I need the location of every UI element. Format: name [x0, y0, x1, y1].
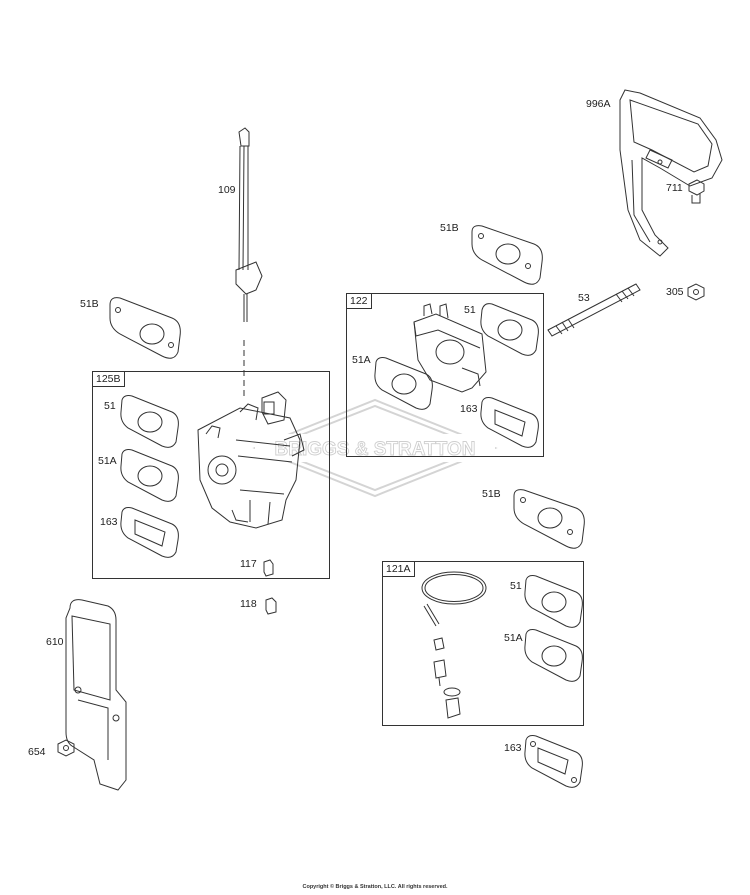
gasket-51-kit-122[interactable]	[480, 303, 539, 356]
callout-117[interactable]: 117	[240, 558, 257, 570]
kit-125B-box: 125B	[92, 371, 330, 579]
callout-53[interactable]: 53	[578, 292, 590, 304]
callout-51B-top[interactable]: 51B	[440, 222, 459, 234]
callout-610[interactable]: 610	[46, 636, 64, 648]
gasket-163-bottom[interactable]	[524, 735, 583, 788]
gasket-51-kit-125B[interactable]	[120, 395, 179, 448]
o-ring[interactable]	[421, 571, 487, 605]
gasket-51A-kit-122[interactable]	[374, 357, 433, 410]
copyright-notice: Copyright © Briggs & Stratton, LLC. All …	[302, 884, 448, 890]
carburetor[interactable]	[197, 391, 305, 529]
watermark-text: BRIGGS & STRATTON	[275, 439, 476, 460]
callout-109[interactable]: 109	[218, 184, 236, 196]
kit-121A-box: 121A	[382, 561, 584, 726]
callout-51-kit-122[interactable]: 51	[464, 304, 476, 316]
kit-125B-parts	[120, 391, 305, 577]
jet-118[interactable]	[265, 597, 277, 615]
gasket-51B-top[interactable]	[471, 225, 543, 285]
callout-163-bottom[interactable]: 163	[504, 742, 522, 754]
callout-711[interactable]: 711	[666, 182, 683, 194]
callout-51A-kit-122[interactable]: 51A	[352, 354, 371, 366]
gasket-163-kit-125B[interactable]	[120, 507, 179, 558]
kit-125B-tag: 125B	[93, 372, 125, 387]
heat-shield-610[interactable]	[65, 599, 127, 791]
bracket-996A[interactable]	[619, 89, 723, 257]
callout-51-kit-125B[interactable]: 51	[104, 400, 116, 412]
callout-51A-kit-121A[interactable]: 51A	[504, 632, 523, 644]
gasket-51A-kit-121A[interactable]	[524, 629, 583, 682]
kit-122-parts	[374, 303, 539, 448]
nut-305[interactable]	[687, 283, 705, 301]
needle-valve[interactable]	[433, 637, 447, 687]
gasket-51B-mid[interactable]	[513, 489, 585, 549]
callout-305[interactable]: 305	[666, 286, 684, 298]
callout-996A[interactable]: 996A	[586, 98, 611, 110]
fitting[interactable]	[443, 687, 461, 719]
gasket-163-kit-122[interactable]	[480, 397, 539, 448]
kit-121A-tag: 121A	[383, 562, 415, 577]
stud-53[interactable]	[547, 283, 641, 337]
kit-121A-parts	[421, 571, 583, 719]
callout-118[interactable]: 118	[240, 598, 257, 610]
bolt-711[interactable]	[688, 179, 705, 204]
nut-654[interactable]	[57, 739, 75, 757]
callout-163-kit-122[interactable]: 163	[460, 403, 478, 415]
callout-51A-kit-125B[interactable]: 51A	[98, 455, 117, 467]
watermark-logo: BRIGGS & STRATTON	[252, 398, 498, 498]
pin[interactable]	[423, 603, 440, 627]
kit-122-box: 122	[346, 293, 544, 457]
jet-117[interactable]	[263, 559, 274, 577]
gasket-51B-left[interactable]	[109, 297, 181, 359]
insulator-spacer[interactable]	[413, 303, 487, 393]
callout-654[interactable]: 654	[28, 746, 46, 758]
kit-122-tag: 122	[347, 294, 372, 309]
gasket-51-kit-121A[interactable]	[524, 575, 583, 628]
governor-rod-109[interactable]	[235, 127, 263, 400]
gasket-51A-kit-125B[interactable]	[120, 449, 179, 502]
callout-51B-left[interactable]: 51B	[80, 298, 99, 310]
callout-163-kit-125B[interactable]: 163	[100, 516, 118, 528]
callout-51-kit-121A[interactable]: 51	[510, 580, 522, 592]
callout-51B-mid[interactable]: 51B	[482, 488, 501, 500]
